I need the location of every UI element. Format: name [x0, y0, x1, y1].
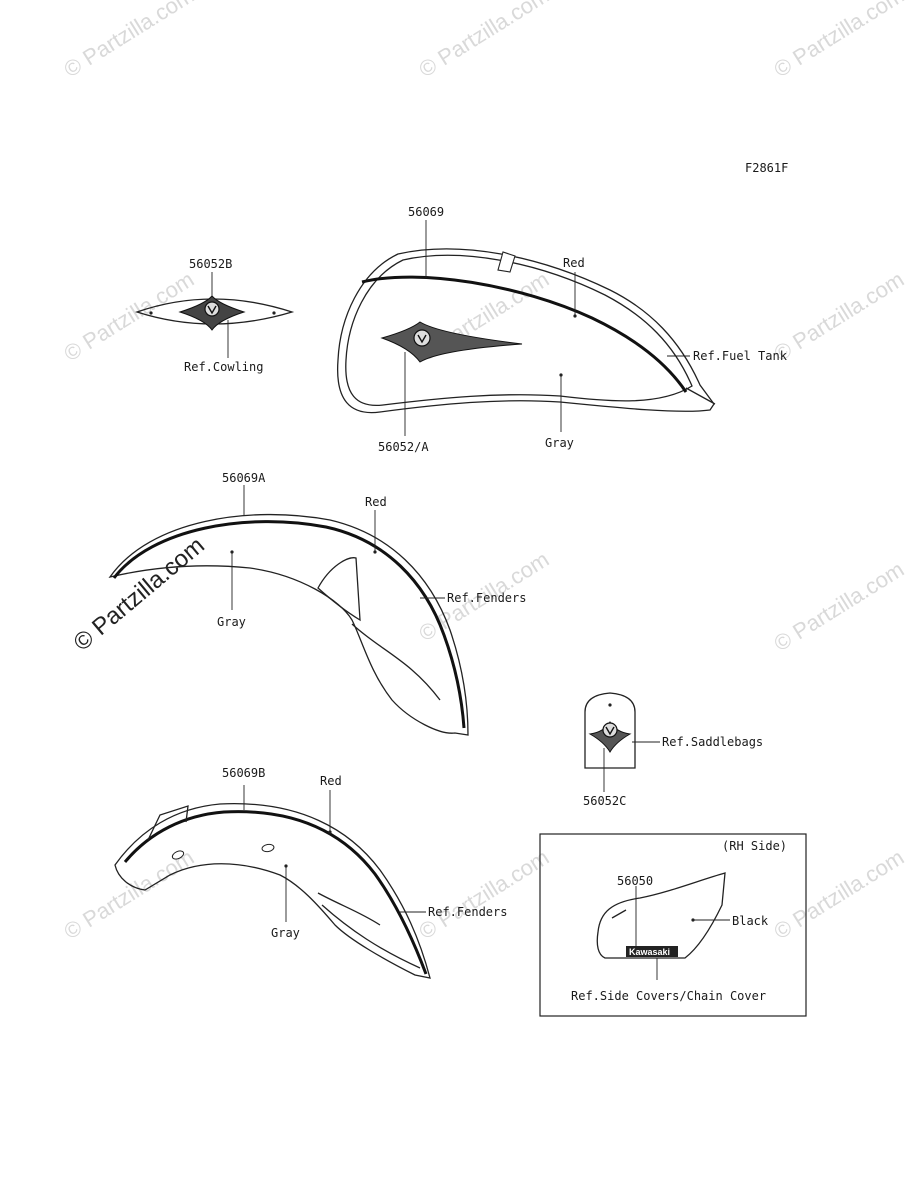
front-fender-ref-label: Ref.Fenders [447, 591, 526, 605]
side-cover-part-label: 56050 [617, 874, 653, 888]
saddlebag-ref-label: Ref.Saddlebags [662, 735, 763, 749]
rear-fender-red-label: Red [320, 774, 342, 788]
side-cover-ref-label: Ref.Side Covers/Chain Cover [571, 989, 766, 1003]
watermark: © Partzilla.com [414, 844, 553, 944]
watermark: © Partzilla.com [769, 0, 908, 82]
cowling-emblem [134, 272, 295, 358]
front-fender-red-label: Red [365, 495, 387, 509]
saddlebag-part-label: 56052C [583, 794, 626, 808]
tank-emblem-part-label: 56052/A [378, 440, 429, 454]
watermark: © Partzilla.com [59, 266, 198, 366]
front-fender [108, 485, 469, 736]
cowling-part-label: 56052B [189, 257, 232, 271]
watermark: © Partzilla.com [769, 266, 908, 366]
side-cover-logo-text: Kawasaki [629, 947, 670, 957]
watermark: © Partzilla.com [414, 0, 553, 82]
figure-code: F2861F [745, 161, 788, 175]
front-fender-gray-label: Gray [217, 615, 246, 629]
tank-red-label: Red [563, 256, 585, 270]
rear-fender-ref-label: Ref.Fenders [428, 905, 507, 919]
watermark: © Partzilla.com [769, 844, 908, 944]
watermark-dark: © Partzilla.com [69, 532, 210, 657]
watermark: © Partzilla.com [59, 0, 198, 82]
rear-fender-part-label: 56069B [222, 766, 265, 780]
rear-fender [114, 785, 431, 979]
tank-gray-label: Gray [545, 436, 574, 450]
rear-fender-gray-label: Gray [271, 926, 300, 940]
side-cover-panel: Kawasaki [539, 833, 807, 1017]
tank-ref-label: Ref.Fuel Tank [693, 349, 788, 363]
cowling-ref-label: Ref.Cowling [184, 360, 263, 374]
saddlebag-emblem [584, 692, 660, 792]
tank-part-label: 56069 [408, 205, 444, 219]
watermark-layer: © Partzilla.com © Partzilla.com © Partzi… [59, 0, 908, 944]
front-fender-part-label: 56069A [222, 471, 266, 485]
side-cover-side-label: (RH Side) [722, 839, 787, 853]
fuel-tank [336, 220, 716, 436]
side-cover-black-label: Black [732, 914, 769, 928]
watermark: © Partzilla.com [769, 556, 908, 656]
